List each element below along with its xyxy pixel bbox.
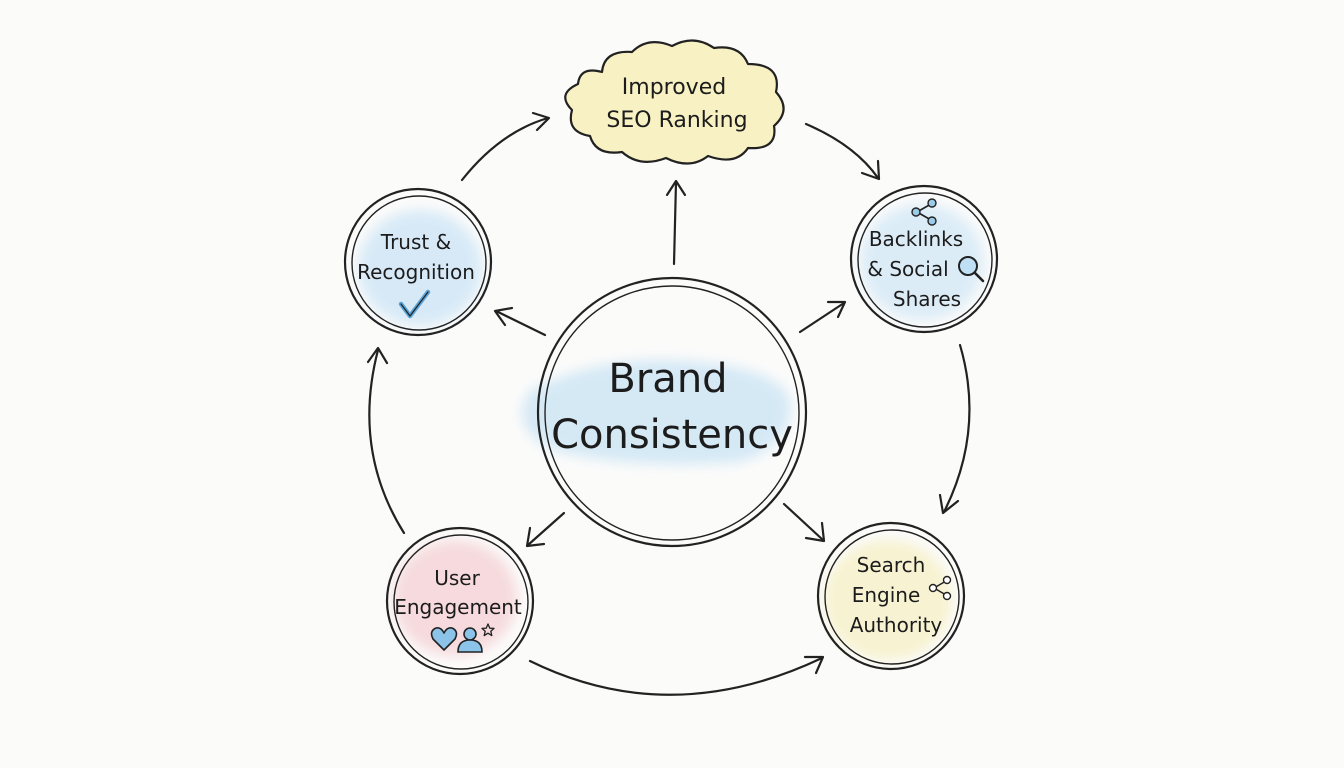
authority-label-line-3: Authority bbox=[850, 613, 943, 637]
engagement-label-line-2: Engagement bbox=[394, 595, 522, 619]
authority-ring-outer bbox=[816, 521, 966, 671]
center-title-line-1: Brand bbox=[608, 356, 727, 402]
backlinks-label-line-2: & Social bbox=[867, 257, 948, 281]
arrow-backlinks-to-authority bbox=[938, 343, 971, 515]
authority-wash bbox=[824, 540, 952, 660]
center-ring-inner bbox=[544, 285, 800, 541]
center-ring-outer bbox=[536, 276, 808, 548]
authority-label-line-1: Search bbox=[857, 553, 926, 577]
backlinks-label-line-1: Backlinks bbox=[869, 227, 963, 251]
arrow-center-to-authority bbox=[782, 502, 826, 543]
arrow-engagement-to-trust bbox=[366, 346, 406, 535]
arrow-center-to-seo bbox=[665, 179, 687, 266]
trust-wash bbox=[358, 210, 482, 326]
authority-ring-inner bbox=[824, 529, 960, 665]
backlinks-ring-inner bbox=[857, 192, 993, 328]
user-icon bbox=[457, 627, 483, 653]
authority-label-line-2: Engine bbox=[852, 583, 921, 607]
heart-icon bbox=[430, 627, 458, 651]
magnifier-icon bbox=[958, 256, 985, 283]
backlinks-wash bbox=[860, 204, 984, 320]
seo-label-line-1: Improved bbox=[622, 75, 726, 100]
center-title-line-2: Consistency bbox=[551, 412, 793, 458]
arrow-seo-to-backlinks bbox=[804, 122, 881, 181]
arrow-center-to-engagement bbox=[525, 511, 566, 548]
trust-ring-inner bbox=[351, 195, 487, 331]
seo-cloud-shape bbox=[564, 39, 785, 165]
trust-label-line-1: Trust & bbox=[380, 230, 451, 254]
center-wash bbox=[521, 360, 791, 465]
node-improved-seo-ranking: Improved SEO Ranking bbox=[564, 39, 785, 165]
engagement-ring-outer bbox=[385, 526, 535, 676]
backlinks-label-line-3: Shares bbox=[893, 287, 961, 311]
arrow-trust-to-seo bbox=[460, 111, 551, 182]
node-trust-recognition: Trust & Recognition bbox=[343, 187, 493, 337]
arrows bbox=[366, 111, 971, 696]
share-icon bbox=[928, 575, 952, 601]
node-search-engine-authority: Search Engine Authority bbox=[816, 521, 966, 671]
check-icon bbox=[398, 289, 431, 319]
engagement-label-line-1: User bbox=[434, 566, 480, 590]
center-node: Brand Consistency bbox=[521, 276, 808, 548]
arrow-center-to-backlinks bbox=[798, 300, 847, 334]
engagement-ring-inner bbox=[393, 534, 529, 670]
node-backlinks-social-shares: Backlinks & Social Shares bbox=[849, 184, 999, 334]
backlinks-ring-outer bbox=[849, 184, 999, 334]
arrow-center-to-trust bbox=[493, 306, 547, 337]
trust-ring-outer bbox=[343, 187, 493, 337]
trust-label-line-2: Recognition bbox=[357, 260, 475, 284]
node-user-engagement: User Engagement bbox=[385, 526, 535, 676]
star-icon bbox=[481, 623, 495, 637]
seo-label-line-2: SEO Ranking bbox=[606, 108, 747, 133]
share-icon bbox=[911, 198, 937, 226]
engagement-wash bbox=[393, 540, 517, 656]
arrow-engagement-to-authority bbox=[528, 655, 825, 696]
